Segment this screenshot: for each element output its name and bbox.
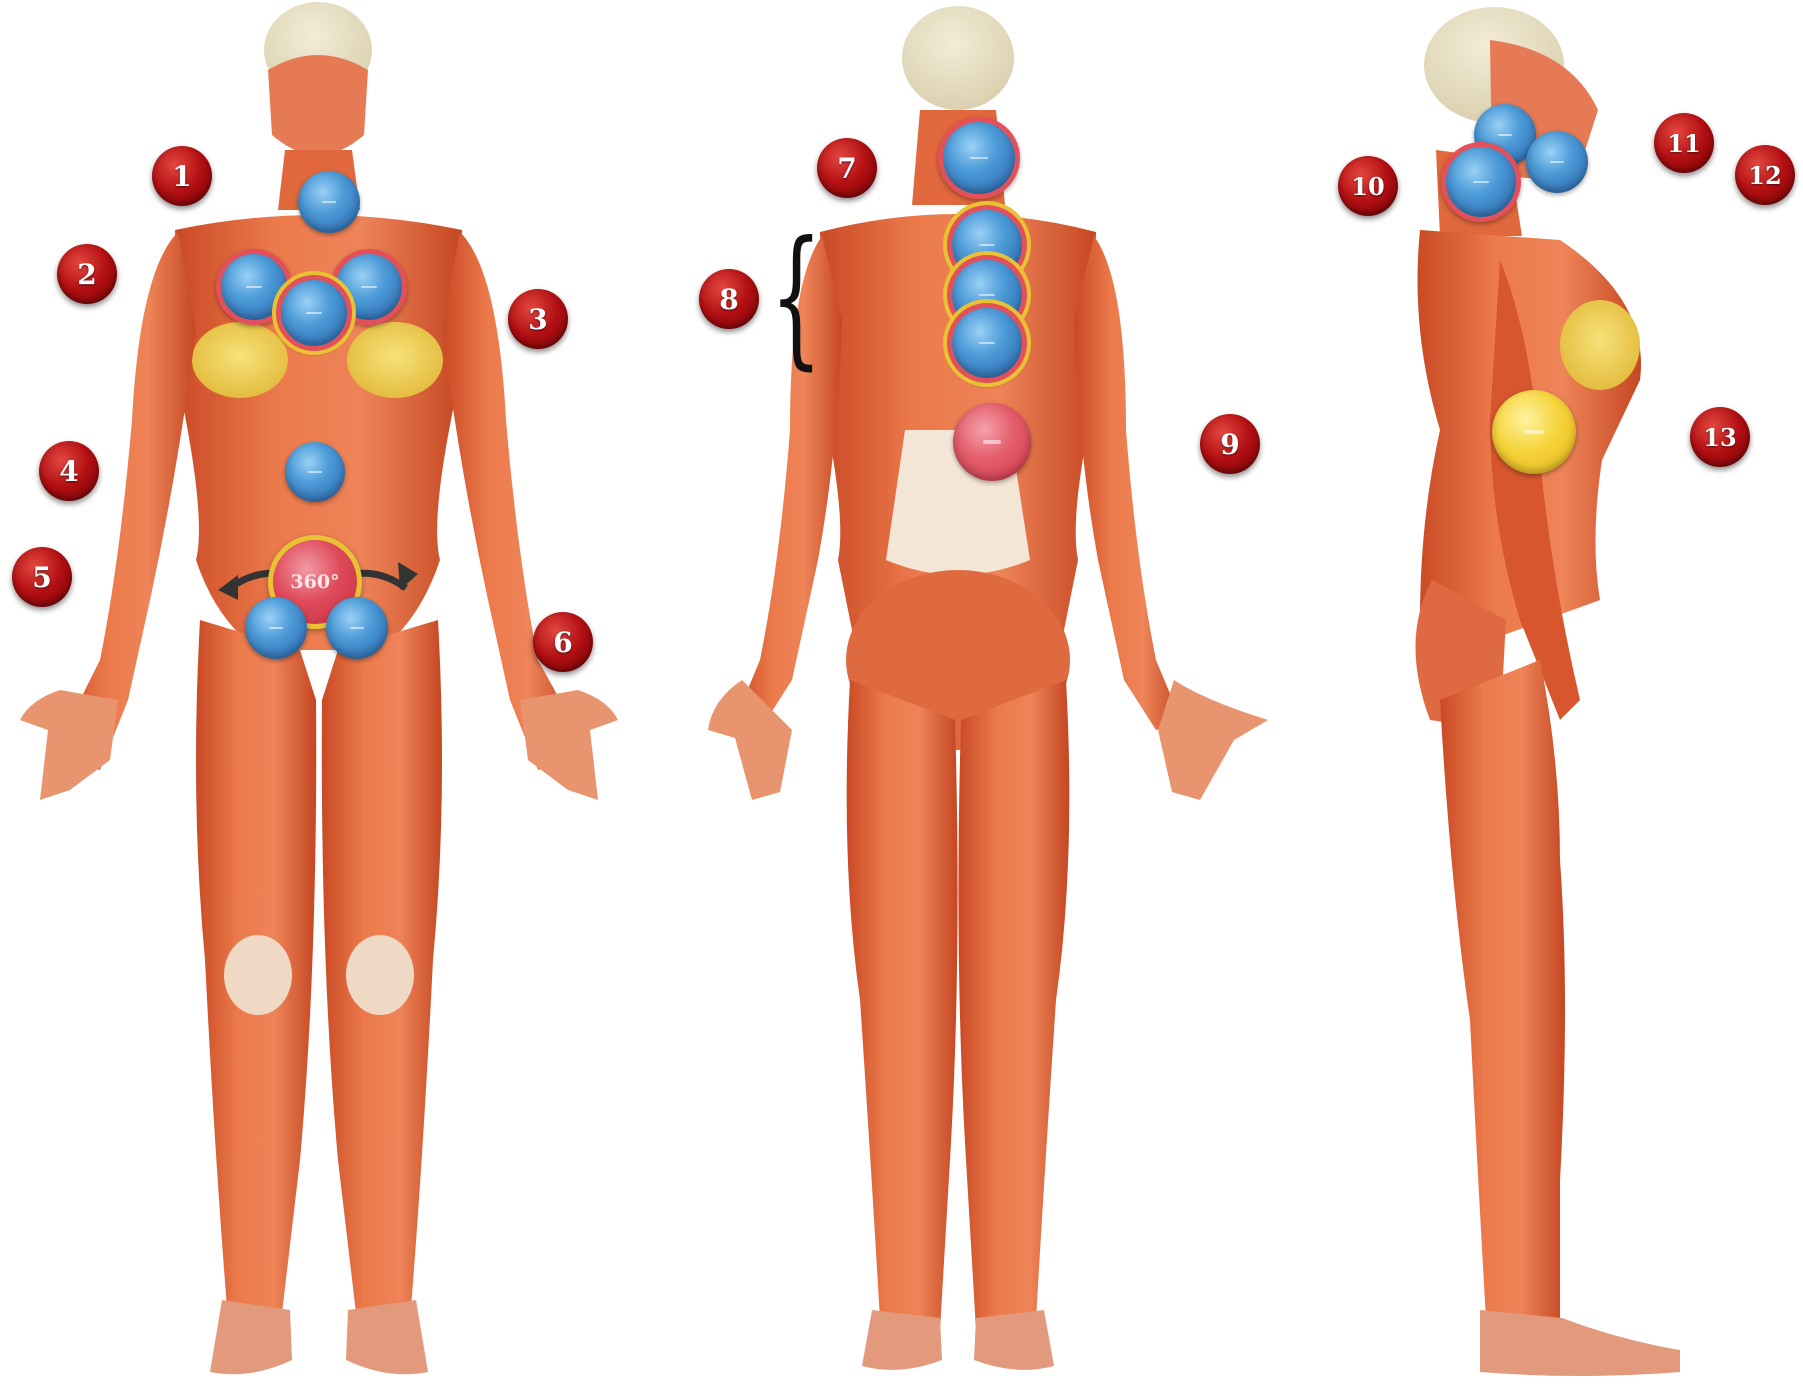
front-sternum-pad[interactable] <box>276 275 352 351</box>
marker-13[interactable]: 13 <box>1690 407 1750 467</box>
marker-2[interactable]: 2 <box>57 244 117 304</box>
marker-1[interactable]: 1 <box>152 146 212 206</box>
front-lower-pad-right[interactable] <box>326 597 388 659</box>
marker-6[interactable]: 6 <box>533 612 593 672</box>
marker-9[interactable]: 9 <box>1200 414 1260 474</box>
back-head <box>902 6 1014 110</box>
marker-9-label: 9 <box>1220 428 1239 461</box>
marker-3[interactable]: 3 <box>508 289 568 349</box>
front-knee-left <box>224 935 292 1015</box>
back-foot-right <box>974 1310 1054 1370</box>
front-hand-right <box>520 690 618 800</box>
marker-6-label: 6 <box>553 626 572 659</box>
marker-12-label: 12 <box>1748 161 1781 190</box>
front-arm-left <box>60 232 196 770</box>
marker-1-label: 1 <box>172 160 191 193</box>
front-knee-right <box>346 935 414 1015</box>
marker-11[interactable]: 11 <box>1654 113 1714 173</box>
marker-2-label: 2 <box>77 258 96 291</box>
back-foot-left <box>862 1310 942 1370</box>
front-face <box>268 55 368 155</box>
back-leg-left <box>847 680 958 1330</box>
marker-12[interactable]: 12 <box>1735 145 1795 205</box>
marker-5-label: 5 <box>32 561 51 594</box>
marker-5[interactable]: 5 <box>12 547 72 607</box>
side-jaw-pad-lower[interactable] <box>1526 131 1588 193</box>
marker-4-label: 4 <box>59 455 78 488</box>
side-breast <box>1560 300 1640 390</box>
back-neck-pad[interactable] <box>938 117 1020 199</box>
front-breast-right <box>347 322 443 398</box>
front-hand-left <box>20 690 118 800</box>
marker-4[interactable]: 4 <box>39 441 99 501</box>
front-foot-right <box>346 1300 428 1374</box>
front-abdomen-pad[interactable] <box>285 442 345 502</box>
back-upper-spine-pad-3[interactable] <box>947 303 1027 383</box>
marker-11-label: 11 <box>1667 129 1700 158</box>
marker-3-label: 3 <box>528 303 547 336</box>
rotation-label: 360° <box>290 571 339 593</box>
back-lower-spine-pad[interactable] <box>953 403 1031 481</box>
marker-7[interactable]: 7 <box>817 138 877 198</box>
marker-10[interactable]: 10 <box>1338 156 1398 216</box>
back-leg-right <box>958 680 1069 1330</box>
front-foot-left <box>210 1300 292 1374</box>
front-lower-pad-left[interactable] <box>245 597 307 659</box>
marker-13-label: 13 <box>1703 423 1736 452</box>
side-foot <box>1480 1310 1680 1376</box>
spine-group-brace: { <box>770 222 822 372</box>
marker-8[interactable]: 8 <box>699 269 759 329</box>
marker-7-label: 7 <box>837 152 856 185</box>
side-leg <box>1440 660 1565 1330</box>
front-throat-pad[interactable] <box>298 171 360 233</box>
front-breast-left <box>192 322 288 398</box>
marker-10-label: 10 <box>1351 172 1384 201</box>
side-torso-pad[interactable] <box>1492 390 1576 474</box>
marker-8-label: 8 <box>719 283 738 316</box>
side-neck-pad[interactable] <box>1441 142 1521 222</box>
back-hand-right <box>1158 680 1268 800</box>
back-arm-right <box>1074 236 1181 730</box>
